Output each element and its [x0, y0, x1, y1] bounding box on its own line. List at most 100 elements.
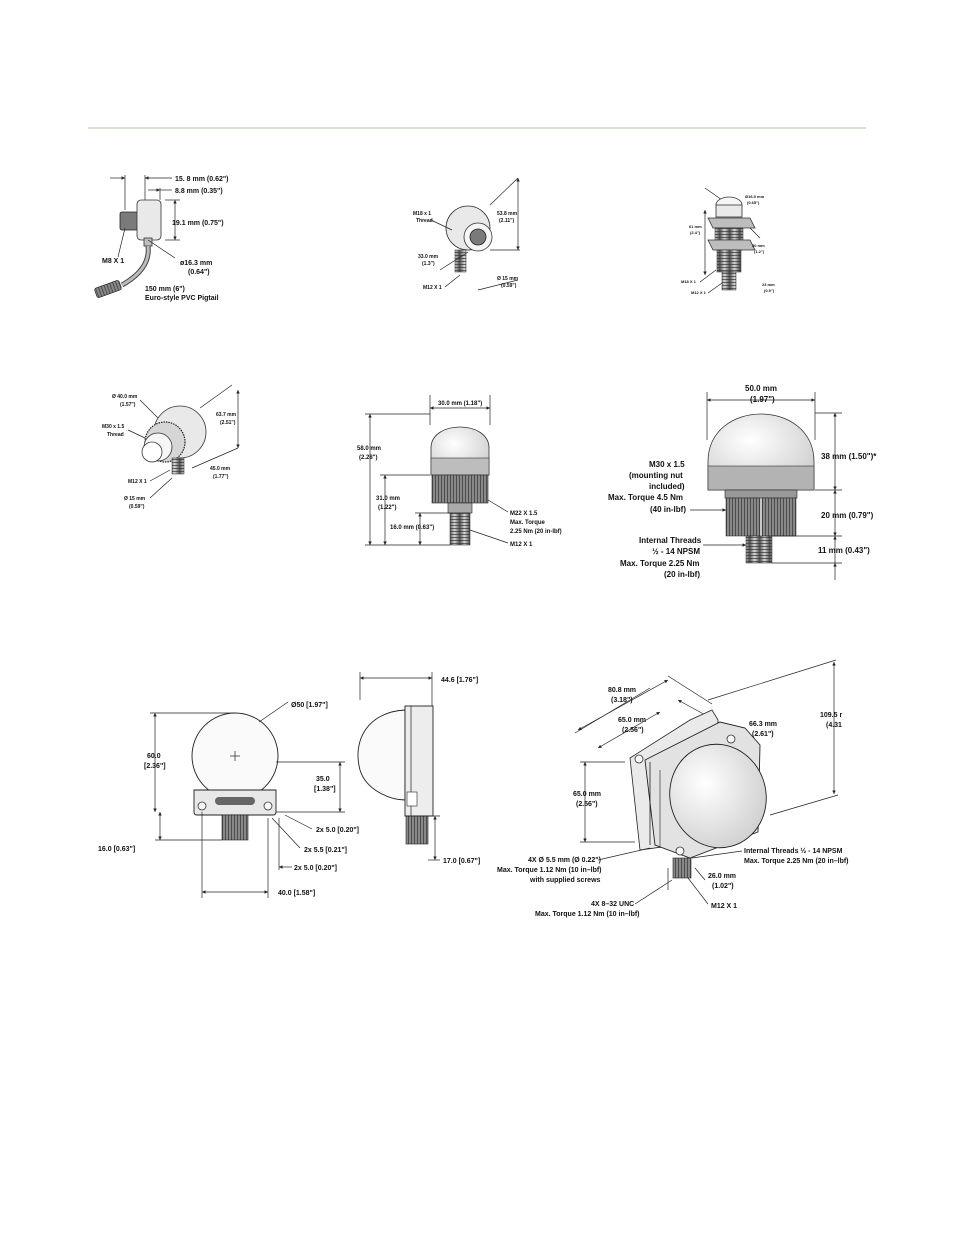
fig2-w-1: 33.0 mm [418, 254, 439, 260]
fig6-nut-1: M30 x 1.5 [649, 460, 685, 469]
fig7-left: 16.0 [0.63"] [98, 846, 135, 853]
fig1-connector [94, 280, 122, 298]
fig6-dome-h: 38 mm (1.50")* [821, 452, 877, 461]
fig3-b-1: 23 mm [762, 282, 775, 287]
fig9-int-2: Max. Torque 2.25 Nm (20 in–lbf) [744, 858, 849, 865]
fig6-nut-3: included) [649, 482, 685, 491]
fig6-nut-4: Max. Torque 4.5 Nm [608, 493, 683, 502]
fig9-x-1: 65.0 mm [618, 717, 646, 724]
fig4-t-2: Thread [107, 432, 124, 438]
figure-m18-barrel: 61 mm (2.4") Ø16.5 mm (0.65") 30 mm (1.2… [681, 187, 775, 295]
fig1-dim-c: 19.1 mm (0.75") [172, 220, 224, 227]
fig6-int-1: Internal Threads [639, 536, 702, 545]
fig9-unc-2: Max. Torque 1.12 Nm (10 in–lbf) [535, 911, 640, 918]
fig9-screw-2: Max. Torque 1.12 Nm (10 in–lbf) [497, 867, 602, 874]
fig4-t-1: M30 x 1.5 [102, 424, 124, 430]
fig9-h-1: 109.5 r [820, 712, 842, 719]
fig7-m-1: 35.0 [316, 776, 330, 783]
fig2-thread-1: M18 x 1 [413, 211, 431, 217]
fig7-connector [221, 814, 249, 841]
fig5-t-1: M22 X 1.5 [510, 511, 538, 517]
fig7-m-2: [1.38"] [314, 786, 336, 793]
fig9-unc-1: 4X 8–32 UNC [591, 901, 634, 908]
figure-flange-side-view: 44.6 [1.76"] 17.0 [0.67"] [357, 672, 480, 865]
fig9-w-1: 80.8 mm [608, 687, 636, 694]
fig2-w-2: (1.3") [422, 261, 435, 267]
fig9-c-1: 26.0 mm [708, 873, 736, 880]
figure-m30-dome: 50.0 mm (1.97") 38 mm (1.50")* 20 mm (0.… [608, 384, 877, 580]
fig1-sensor-face [119, 211, 139, 231]
figure-m22-dome: 30.0 mm (1.18") 58.0 mm (2.28") 31.0 mm … [357, 395, 562, 548]
fig4-w-1: 45.0 mm [210, 466, 231, 472]
fig1-sensor-body [136, 199, 162, 241]
fig9-w-2: (3.18") [611, 697, 633, 704]
fig6-nut-2: (mounting nut [629, 471, 683, 480]
fig9-screw-1: 4X Ø 5.5 mm (Ø 0.22") [528, 857, 601, 864]
figure-pigtail-sensor: 15. 8 mm (0.62") 8.8 mm (0.35") 19.1 mm … [94, 175, 229, 302]
fig9-screw-3: with supplied screws [529, 877, 601, 884]
fig2-conn: M12 X 1 [423, 285, 442, 291]
fig4-s-2: (0.59") [129, 504, 145, 510]
fig9-int-1: Internal Threads ½ - 14 NPSM [744, 847, 843, 855]
fig4-s-1: Ø 15 mm [124, 496, 146, 502]
fig9-connector [672, 857, 692, 879]
fig4-h-2: (2.51") [220, 420, 236, 426]
fig1-dim-b: 8.8 mm (0.35") [175, 188, 223, 195]
fig9-conn: M12 X 1 [711, 903, 737, 910]
fig4-d-1: Ø 40.0 mm [112, 394, 138, 400]
figure-m30-right-angle: Ø 40.0 mm (1.57") M30 x 1.5 Thread 63.7 … [102, 384, 240, 510]
fig6-mid: 20 mm (0.79") [821, 511, 874, 520]
fig7-a: 2x 5.0 [0.20"] [316, 827, 359, 834]
fig3-t-1: M18 X 1 [681, 279, 697, 284]
fig6-int-3: Max. Torque 2.25 Nm [620, 559, 699, 568]
fig2-d-1: Ø 15 mm [497, 276, 519, 282]
fig3-m-2: (1.2") [754, 249, 765, 254]
fig6-nut-5: (40 in-lbf) [650, 505, 686, 514]
fig7-bottom: 40.0 [1.58"] [278, 890, 315, 897]
fig8-connector [405, 815, 429, 845]
fig1-pigtail-1: 150 mm (6") [145, 286, 185, 293]
fig7-h-1: 60.0 [147, 753, 161, 760]
fig5-m-1: 31.0 mm [376, 496, 400, 502]
fig8-top: 44.6 [1.76"] [441, 677, 478, 684]
fig9-x-2: (2.56") [622, 727, 644, 734]
fig6-bot: 11 mm (0.43") [818, 546, 870, 555]
fig5-b: 16.0 mm (0.63") [390, 525, 434, 531]
fig3-d-1: Ø16.5 mm [745, 194, 765, 199]
fig4-h-1: 63.7 mm [216, 412, 237, 418]
figure-flange-front-view: 60.0 [2.36"] Ø50 [1.97"] 35.0 [1.38"] 2x… [98, 701, 359, 898]
fig1-thread-label: M8 X 1 [102, 258, 124, 265]
figure-flange-isometric: 80.8 mm (3.18") 65.0 mm (2.56") 66.3 mm … [497, 659, 849, 918]
fig2-h-1: 53.8 mm [497, 211, 518, 217]
fig1-pigtail-2: Euro-style PVC Pigtail [145, 295, 219, 302]
fig4-d-2: (1.57") [120, 402, 136, 408]
fig4-w-2: (1.77") [213, 474, 229, 480]
fig3-h-2: (2.4") [690, 230, 701, 235]
fig9-c-2: (1.02") [712, 883, 734, 890]
fig2-h-2: (2.11") [499, 218, 514, 224]
fig6-w-1: 50.0 mm [745, 384, 777, 393]
fig9-h-2: (4.31 [826, 722, 842, 729]
fig8-dome [357, 709, 406, 801]
fig9-dome [669, 743, 767, 849]
fig8-bot: 17.0 [0.67"] [443, 858, 480, 865]
fig4-conn: M12 X 1 [128, 479, 147, 485]
fig1-dia-1: ø16.3 mm [180, 260, 212, 267]
fig2-d-2: (0.59") [501, 283, 517, 289]
fig9-v-1: 65.0 mm [573, 791, 601, 798]
fig7-b: 2x 5.5 [0.21"] [304, 847, 347, 854]
fig1-dim-a: 15. 8 mm (0.62") [175, 176, 229, 183]
fig9-v-2: (2.56") [576, 801, 598, 808]
fig9-y-2: (2.61") [752, 731, 774, 738]
fig3-d-2: (0.65") [747, 200, 760, 205]
fig5-m-2: (1.22") [378, 505, 397, 511]
fig1-dia-2: (0.64") [188, 269, 210, 276]
fig9-y-1: 66.3 mm [749, 721, 777, 728]
fig3-h-1: 61 mm [689, 224, 702, 229]
fig7-dia: Ø50 [1.97"] [291, 702, 328, 709]
fig6-int-2: ½ - 14 NPSM [652, 547, 700, 556]
fig3-b-2: (0.9") [764, 288, 775, 293]
fig3-t-2: M12 X 1 [691, 290, 707, 295]
fig6-w-2: (1.97") [750, 395, 775, 404]
